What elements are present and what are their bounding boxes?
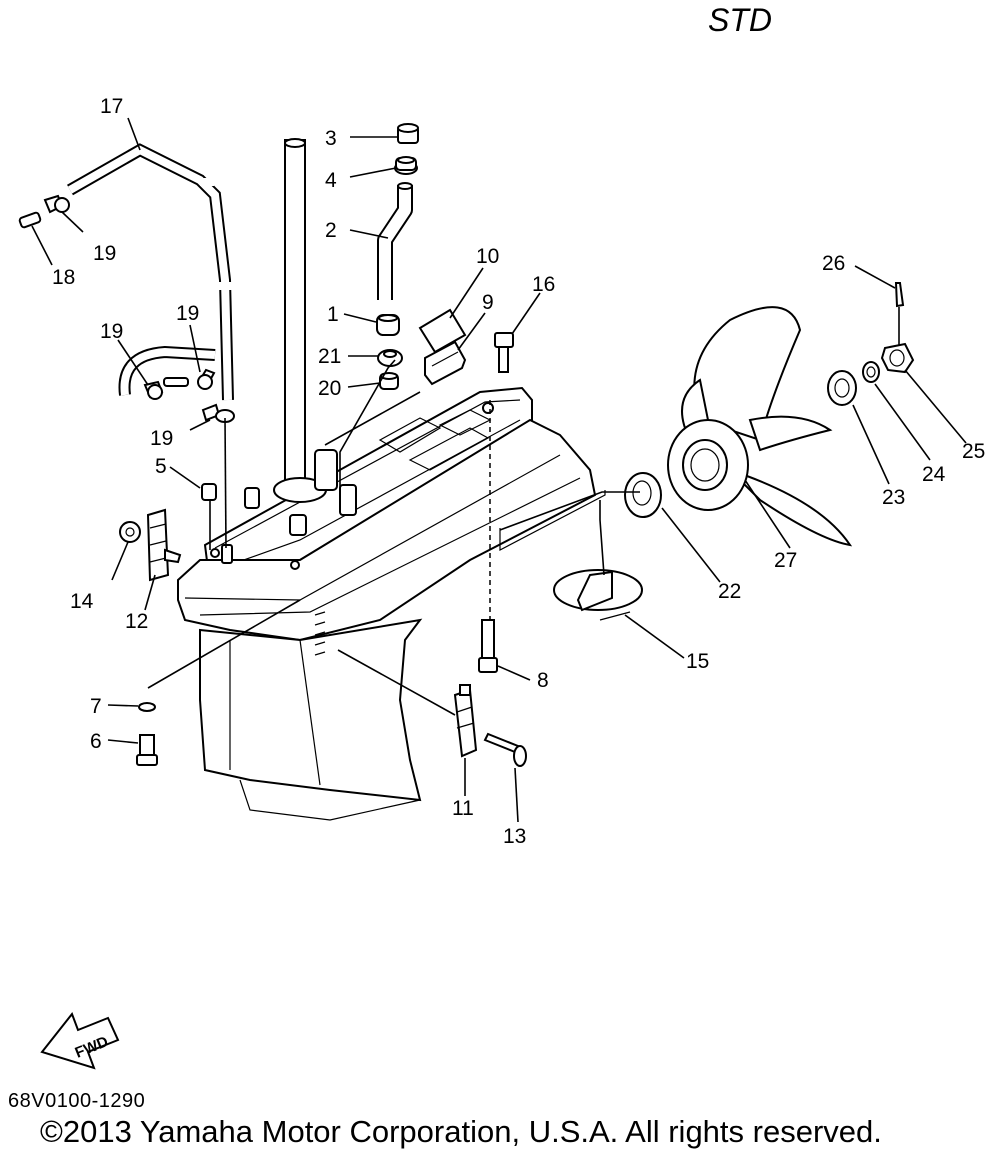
callout-19: 19 [100,320,123,343]
callout-9: 9 [482,291,494,314]
part-27-propeller [667,306,853,547]
callout-16: 16 [532,273,555,296]
part-5-dowel-pin [201,483,217,501]
callout-4: 4 [325,169,337,192]
callout-23: 23 [882,486,905,509]
callout-19: 19 [150,427,173,450]
callout-13: 13 [503,825,526,848]
part-11-trim-tab [453,684,478,758]
part-23-spacer [827,370,857,406]
callout-19: 19 [93,242,116,265]
part-4-grommet [394,156,418,175]
callout-15: 15 [686,650,709,673]
part-21-seal [377,349,403,367]
part-10-rubber-seal [418,308,467,354]
callout-10: 10 [476,245,499,268]
part-9-seal [424,340,467,386]
part-15-trim-tab-plate [553,569,643,621]
part-25-propeller-nut [880,342,915,374]
callout-labels: 17 19 18 19 19 19 3 4 2 1 21 20 10 9 16 … [52,95,985,848]
callout-18: 18 [52,266,75,289]
part-13-screw [483,732,527,767]
variant-label: STD [708,2,772,38]
callout-27: 27 [774,549,797,572]
callout-8: 8 [537,669,549,692]
part-24-washer [862,361,880,383]
part-1-grommet [376,314,400,336]
part-20-collar [379,372,399,390]
part-16-bolt [494,332,514,373]
copyright-notice: ©2013 Yamaha Motor Corporation, U.S.A. A… [40,1114,882,1149]
part-8-bolt [478,619,498,673]
callout-5: 5 [155,455,167,478]
part-3-collar [397,123,419,144]
callout-22: 22 [718,580,741,603]
callout-12: 12 [125,610,148,633]
callout-14: 14 [70,590,94,613]
part-14-nut [119,521,141,543]
part-number: 68V0100-1290 [8,1090,146,1112]
part-26-cotter-pin [894,282,905,308]
water-hose [67,143,234,401]
callout-20: 20 [318,377,341,400]
callout-1: 1 [327,303,339,326]
callout-25: 25 [962,440,985,463]
part-19-hose-clamps [43,194,235,423]
part-2-water-tube [377,182,413,300]
callout-7: 7 [90,695,102,718]
leader-lines [31,117,967,823]
part-7-washer [138,702,156,712]
part-18-fitting [18,211,42,229]
callout-3: 3 [325,127,337,150]
callout-19: 19 [176,302,199,325]
part-12-anode [146,508,182,582]
fwd-arrow-icon: FWD [40,1011,120,1070]
part-22-thrust-washer [624,472,662,518]
part-6-bolt [136,734,158,766]
callout-2: 2 [325,219,337,242]
callout-6: 6 [90,730,102,753]
callout-24: 24 [922,463,946,486]
callout-21: 21 [318,345,341,368]
callout-11: 11 [452,797,474,820]
callout-26: 26 [822,252,845,275]
callout-17: 17 [100,95,123,118]
